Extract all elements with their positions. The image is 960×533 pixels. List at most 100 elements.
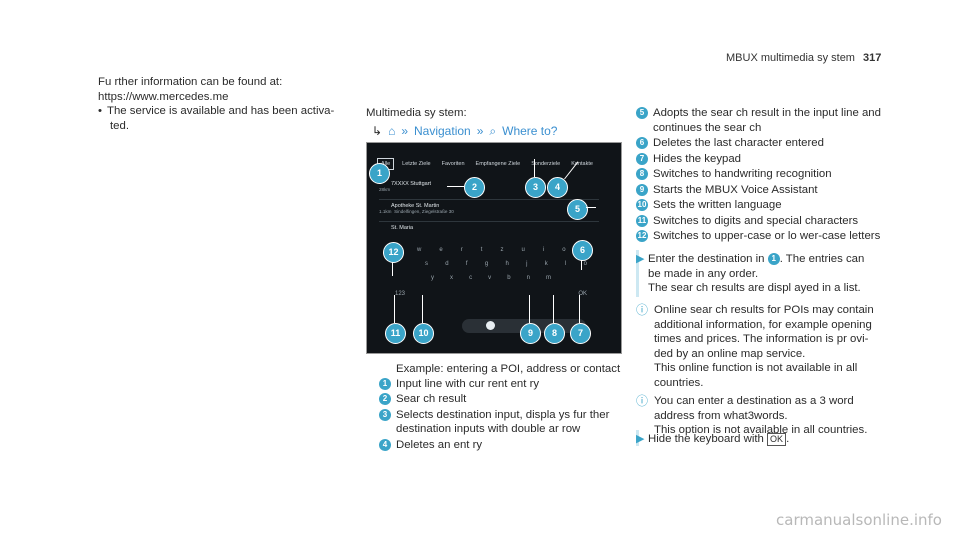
- figure-caption: Example: entering a POI, address or cont…: [396, 363, 621, 375]
- key: x: [450, 275, 454, 281]
- separator-icon: »: [401, 123, 408, 138]
- item-number: 4: [379, 438, 391, 451]
- item-text: Sear ch result: [396, 393, 467, 405]
- item-number: 9: [636, 183, 648, 196]
- key-ok: OK: [578, 291, 587, 297]
- separator-icon: »: [476, 123, 484, 138]
- result-text: St. Maria: [391, 225, 414, 231]
- callout: 8: [544, 323, 565, 344]
- item-text: Deletes the last character entered: [653, 137, 824, 149]
- item-number: 5: [636, 107, 648, 119]
- result-dist: 1.1km: [379, 209, 392, 214]
- item-text: Hides the keypad: [653, 152, 742, 165]
- list-item: 5 Adopts the sear ch result in the input …: [636, 106, 896, 135]
- key: z: [500, 247, 504, 253]
- key: m: [545, 275, 551, 281]
- result-sub: Sindelfingen, Ziegelstraße 30: [394, 209, 454, 214]
- search-icon: ⌕: [489, 123, 497, 138]
- callout: 1: [369, 163, 390, 184]
- key: k: [544, 261, 548, 267]
- item-number: 7: [636, 152, 648, 165]
- further-info: Fu rther information can be found at:: [98, 76, 283, 88]
- url-text: https://www.mercedes.me: [98, 90, 229, 103]
- list-item: 4 Deletes an ent ry: [379, 438, 629, 453]
- key: r: [460, 247, 463, 253]
- item-text: Adopts the sear ch result in the input l…: [653, 107, 881, 119]
- path-title: Multimedia sy stem:: [366, 107, 467, 119]
- screen-image: Alle Letzte Ziele Favoriten Empfangene Z…: [366, 142, 622, 354]
- callout: 12: [383, 242, 404, 263]
- home-button-icon: [486, 321, 495, 330]
- item-text: Deletes an ent ry: [396, 438, 483, 451]
- step-text: Enter the destination in: [648, 253, 765, 265]
- list-item: 12 Switches to upper-case or lo wer-case …: [636, 229, 896, 244]
- callout: 5: [567, 199, 588, 220]
- note-text: This online function is not available in…: [654, 362, 858, 374]
- column-middle: Multimedia sy stem: ↳ ⌂ » Navigation » ⌕…: [366, 106, 626, 138]
- item-text: Selects destination input, displa ys fur…: [396, 408, 610, 421]
- callout: 4: [547, 177, 568, 198]
- item-number: 10: [636, 199, 648, 211]
- step-hide-keyboard: ▶ Hide the keyboard with OK.: [636, 432, 898, 447]
- key: u: [521, 247, 525, 253]
- list-item: 1 Input line with cur rent ent ry: [379, 377, 629, 392]
- keyboard-row: 123 OK: [379, 291, 597, 297]
- note-text: Online sear ch results for POIs may cont…: [654, 304, 874, 316]
- input-text: 7XXXX Stuttgart: [391, 181, 432, 187]
- tab-contacts: Kontakte: [571, 161, 593, 167]
- caption-list: Example: entering a POI, address or cont…: [379, 362, 629, 453]
- key: s: [425, 261, 428, 267]
- note-text: You can enter a destination as a 3 word: [654, 395, 854, 407]
- bullet-text: The service is available and has been ac…: [107, 105, 335, 117]
- page-number: 317: [862, 52, 882, 64]
- step-arrow-icon: ▶: [636, 253, 645, 265]
- item-number: 8: [636, 168, 648, 180]
- step-text: The sear ch results are displ ayed in a …: [648, 282, 861, 294]
- section-title: MBUX multimedia sy stem: [726, 52, 855, 64]
- step-text: .: [786, 433, 790, 445]
- running-header: MBUX multimedia sy stem 317: [726, 52, 881, 64]
- callout: 2: [464, 177, 485, 198]
- input-dist: 28km: [379, 187, 391, 192]
- tab-bar: Alle Letzte Ziele Favoriten Empfangene Z…: [377, 157, 613, 171]
- item-text-cont: destination inputs with double ar row: [396, 423, 581, 435]
- tab-favorites: Favoriten: [441, 161, 465, 167]
- item-number: 12: [636, 230, 648, 242]
- key: w: [417, 247, 422, 253]
- key: h: [505, 261, 509, 267]
- callout: 9: [520, 323, 541, 344]
- key: t: [480, 247, 483, 253]
- step-text: . The entries can: [779, 253, 865, 265]
- item-number: 1: [767, 253, 780, 265]
- watermark: carmanualsonline.info: [776, 511, 942, 529]
- key: o: [562, 247, 566, 253]
- key: d: [445, 261, 449, 267]
- list-item: 7 Hides the keypad: [636, 152, 896, 167]
- key: e: [439, 247, 443, 253]
- result-row: St. Maria: [379, 225, 599, 231]
- step-text: be made in any order.: [648, 267, 759, 280]
- note-online: ⓘ Online sear ch results for POIs may co…: [636, 303, 896, 438]
- callout: 11: [385, 323, 406, 344]
- item-number: 11: [636, 214, 648, 227]
- bullet-item: The service is available and has been ac…: [98, 104, 348, 133]
- key: j: [526, 261, 528, 267]
- step-enter-destination: ▶ Enter the destination in 1. The entrie…: [636, 252, 898, 296]
- callout: 6: [572, 240, 593, 261]
- item-text: Input line with cur rent ent ry: [396, 377, 540, 390]
- note-text: countries.: [654, 376, 704, 389]
- item-number: 1: [379, 377, 391, 390]
- key: g: [484, 261, 489, 267]
- key: b: [507, 275, 511, 281]
- item-text: Switches to upper-case or lo wer-case le…: [653, 230, 881, 242]
- path-arrow-icon: ↳: [372, 123, 383, 138]
- key: c: [469, 275, 473, 281]
- key: l: [565, 261, 567, 267]
- item-text: Starts the MBUX Voice Assistant: [653, 183, 818, 196]
